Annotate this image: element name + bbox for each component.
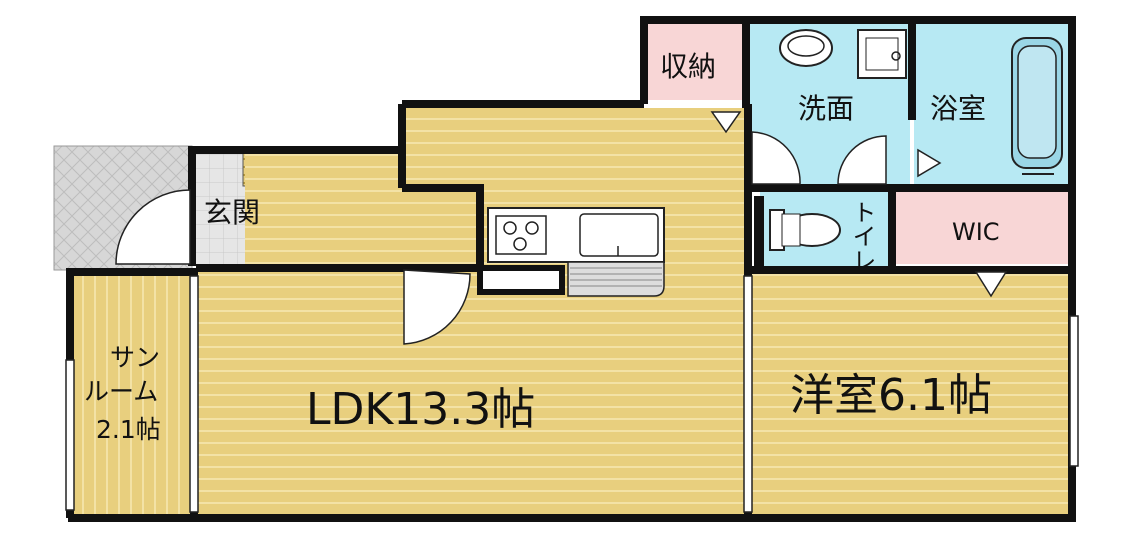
wic-door-marker: [974, 271, 1008, 298]
sink-icon: [579, 213, 659, 257]
washroom-label: 洗面: [798, 92, 854, 125]
ldk-label: LDK13.3帖: [306, 384, 535, 435]
wic-area: [896, 192, 1068, 264]
storage-label: 収納: [660, 50, 716, 83]
counter-front: [567, 261, 665, 297]
western-room-label: 洋室6.1帖: [790, 370, 992, 421]
ldk-door: [403, 269, 471, 345]
door-swings: [115, 131, 887, 345]
wic-label: WIC: [952, 218, 1000, 246]
sunroom-label-1: サン: [110, 343, 160, 372]
toilet-label: トイレ: [848, 200, 876, 272]
entrance-label: 玄関: [204, 196, 260, 229]
sunroom-floor: [74, 275, 192, 514]
windows: [65, 275, 1079, 513]
washroom-door-2: [837, 135, 887, 185]
sunroom-label-2: ルーム: [84, 377, 158, 406]
western-room-floor: [752, 270, 1074, 514]
storage-door-marker: [710, 111, 742, 134]
washroom-door: [751, 131, 801, 185]
sunroom-label-3: 2.1帖: [96, 415, 161, 444]
storage-area: [648, 24, 744, 100]
entrance-door: [115, 189, 191, 265]
ldk-floor: [196, 266, 748, 514]
entrance-floor: [195, 148, 245, 266]
stove-icon: [495, 215, 547, 255]
corridor-floor: [245, 150, 480, 266]
bathroom-label: 浴室: [930, 92, 986, 125]
bath-door-marker: [917, 148, 942, 178]
